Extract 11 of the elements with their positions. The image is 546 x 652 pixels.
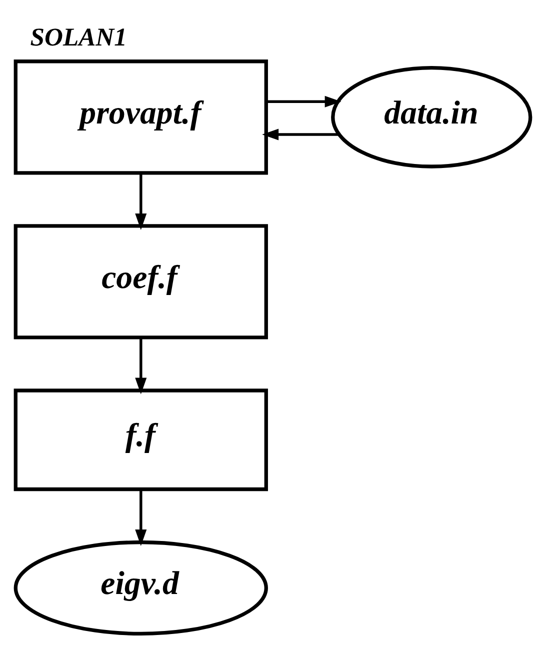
diagram-title: SOLAN1: [30, 22, 127, 51]
node-ellipse: eigv.d: [14, 540, 268, 636]
node-box: coef.f: [14, 224, 268, 339]
arrow: [135, 337, 147, 394]
arrow: [262, 128, 339, 140]
arrow: [135, 490, 147, 546]
node-ellipse: data.in: [331, 65, 532, 168]
arrow: [266, 95, 342, 107]
arrow: [135, 172, 147, 230]
node-box: provapt.f: [14, 59, 268, 174]
node-box: f.f: [14, 388, 268, 491]
